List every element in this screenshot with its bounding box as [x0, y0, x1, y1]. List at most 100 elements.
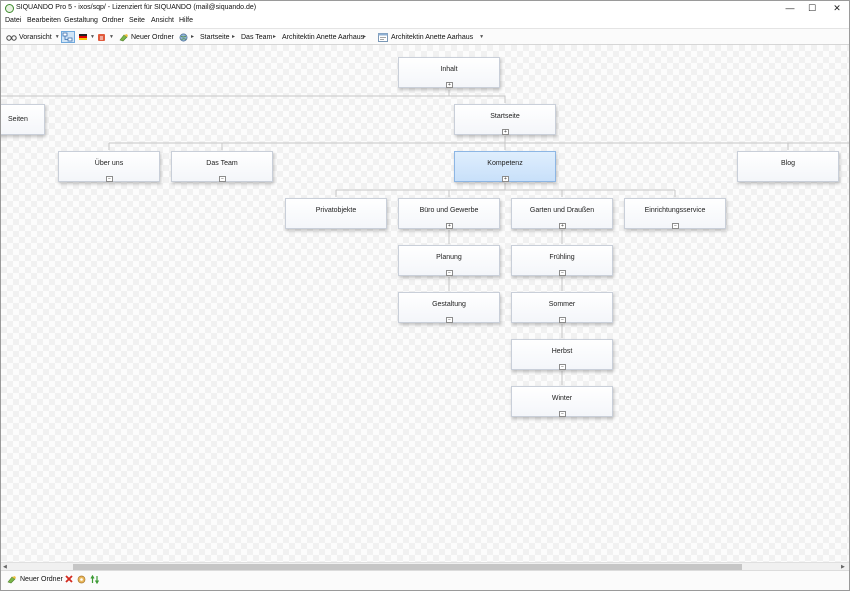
breadcrumb-separator-icon: ▸ — [363, 34, 367, 40]
tree-node-sommer[interactable]: Sommer − — [511, 292, 613, 323]
breadcrumb-separator-icon: ▸ — [191, 34, 195, 40]
tree-node-winter[interactable]: Winter − — [511, 386, 613, 417]
node-label: Über uns — [94, 160, 124, 167]
tree-node-planung[interactable]: Planung − — [398, 245, 500, 276]
breadcrumb-architektin[interactable]: Architektin Anette Aarhaus — [282, 33, 365, 41]
menu-datei[interactable]: Datei — [5, 17, 22, 24]
tree-node-gestaltung[interactable]: Gestaltung − — [398, 292, 500, 323]
node-label: Garten und Draußen — [529, 207, 595, 214]
tree-connectors — [1, 90, 849, 385]
chevron-down-icon[interactable]: ▼ — [109, 34, 114, 40]
node-label: Blog — [780, 160, 795, 167]
node-label: Frühling — [549, 254, 575, 261]
node-label: Privatobjekte — [315, 207, 357, 214]
breadcrumb-das-team[interactable]: Das Team — [241, 33, 273, 41]
bottom-new-folder-button[interactable]: Neuer Ordner — [7, 575, 63, 584]
tree-node-blog[interactable]: Blog — [737, 151, 839, 182]
collapse-toggle-icon[interactable]: − — [559, 364, 566, 370]
collapse-toggle-icon[interactable]: − — [446, 270, 453, 276]
node-label: Kompetenz — [487, 160, 523, 167]
close-button[interactable]: ✕ — [833, 3, 841, 13]
current-page-label: Architektin Anette Aarhaus — [391, 33, 474, 41]
tree-node-ueber-uns[interactable]: Über uns − — [58, 151, 160, 182]
node-label: Sommer — [548, 301, 576, 308]
publish-button[interactable]: ▼ — [97, 29, 114, 45]
minimize-button[interactable]: — — [785, 3, 795, 13]
menu-gestaltung[interactable]: Gestaltung — [64, 17, 98, 24]
scrollbar-thumb[interactable] — [73, 564, 742, 570]
sitemap-canvas[interactable]: Inhalt + Seiten Startseite + Über uns − … — [1, 45, 849, 562]
preview-label: Voransicht — [19, 33, 52, 41]
node-label: Inhalt — [440, 66, 458, 73]
scroll-left-icon[interactable]: ◀ — [3, 564, 7, 570]
tree-node-fruehling[interactable]: Frühling − — [511, 245, 613, 276]
scroll-right-icon[interactable]: ▶ — [841, 564, 845, 570]
toolbar: Voransicht ▼ ▼ ▼ — [1, 28, 849, 45]
tree-node-startseite[interactable]: Startseite + — [454, 104, 556, 135]
flag-icon — [79, 34, 87, 40]
collapse-toggle-icon[interactable]: − — [106, 176, 113, 182]
move-button[interactable] — [90, 575, 100, 584]
tree-view-button[interactable] — [61, 31, 75, 43]
page-icon — [378, 32, 388, 42]
publish-icon — [98, 33, 105, 41]
bottom-bar: Neuer Ordner — [1, 570, 849, 590]
tree-node-das-team[interactable]: Das Team − — [171, 151, 273, 182]
breadcrumb-startseite[interactable]: Startseite — [200, 33, 230, 41]
node-label: Das Team — [206, 160, 238, 167]
collapse-toggle-icon[interactable]: − — [559, 317, 566, 323]
expand-toggle-icon[interactable]: + — [502, 176, 509, 182]
menu-bearbeiten[interactable]: Bearbeiten — [27, 17, 61, 24]
node-label: Startseite — [490, 113, 520, 120]
breadcrumb-separator-icon: ▸ — [232, 34, 236, 40]
delete-button[interactable] — [65, 575, 73, 583]
collapse-toggle-icon[interactable]: − — [559, 270, 566, 276]
current-page-selector[interactable]: Architektin Anette Aarhaus ▼ — [378, 29, 484, 45]
tree-node-inhalt[interactable]: Inhalt + — [398, 57, 500, 88]
collapse-toggle-icon[interactable]: − — [219, 176, 226, 182]
collapse-toggle-icon[interactable]: − — [446, 317, 453, 323]
tree-view-icon — [62, 32, 73, 42]
menu-seite[interactable]: Seite — [129, 17, 145, 24]
menu-hilfe[interactable]: Hilfe — [179, 17, 194, 24]
tree-node-garten-und-draussen[interactable]: Garten und Draußen + — [511, 198, 613, 229]
breadcrumb-separator-icon: ▸ — [273, 34, 277, 40]
tree-node-herbst[interactable]: Herbst − — [511, 339, 613, 370]
expand-toggle-icon[interactable]: + — [559, 223, 566, 229]
siquando-logo-icon — [5, 4, 14, 13]
properties-icon — [77, 575, 86, 584]
maximize-button[interactable]: ☐ — [807, 3, 817, 13]
menu-ansicht[interactable]: Ansicht — [151, 17, 174, 24]
bottom-new-folder-label: Neuer Ordner — [20, 576, 63, 583]
language-button[interactable]: ▼ — [79, 29, 95, 45]
new-folder-label: Neuer Ordner — [131, 33, 174, 41]
node-label: Gestaltung — [432, 301, 466, 308]
tree-node-buero-und-gewerbe[interactable]: Büro und Gewerbe + — [398, 198, 500, 229]
expand-toggle-icon[interactable]: + — [446, 82, 453, 88]
expand-toggle-icon[interactable]: + — [446, 223, 453, 229]
tree-node-kompetenz[interactable]: Kompetenz + — [454, 151, 556, 182]
title-bar: SIQUANDO Pro 5 - ixos/sqp/ - Lizenziert … — [1, 1, 849, 16]
glasses-icon — [6, 35, 17, 41]
new-folder-button[interactable]: Neuer Ordner — [119, 29, 174, 45]
window-title: SIQUANDO Pro 5 - ixos/sqp/ - Lizenziert … — [16, 4, 257, 11]
move-arrows-icon — [90, 575, 100, 584]
node-label: Büro und Gewerbe — [419, 207, 479, 214]
collapse-toggle-icon[interactable]: − — [672, 223, 679, 229]
web-button[interactable] — [179, 29, 188, 45]
tree-node-privatobjekte[interactable]: Privatobjekte — [285, 198, 387, 229]
menu-ordner[interactable]: Ordner — [102, 17, 124, 24]
node-label: Herbst — [551, 348, 573, 355]
tree-node-einrichtungsservice[interactable]: Einrichtungsservice − — [624, 198, 726, 229]
properties-button[interactable] — [77, 575, 86, 584]
chevron-down-icon[interactable]: ▼ — [479, 34, 485, 40]
expand-toggle-icon[interactable]: + — [502, 129, 509, 135]
tree-node-seiten[interactable]: Seiten — [1, 104, 45, 135]
horizontal-scrollbar[interactable]: ◀ ▶ — [1, 562, 849, 570]
preview-button[interactable]: Voransicht ▼ — [6, 29, 60, 45]
chevron-down-icon[interactable]: ▼ — [90, 34, 95, 40]
collapse-toggle-icon[interactable]: − — [559, 411, 566, 417]
chevron-down-icon[interactable]: ▼ — [54, 34, 60, 40]
delete-icon — [65, 575, 73, 583]
